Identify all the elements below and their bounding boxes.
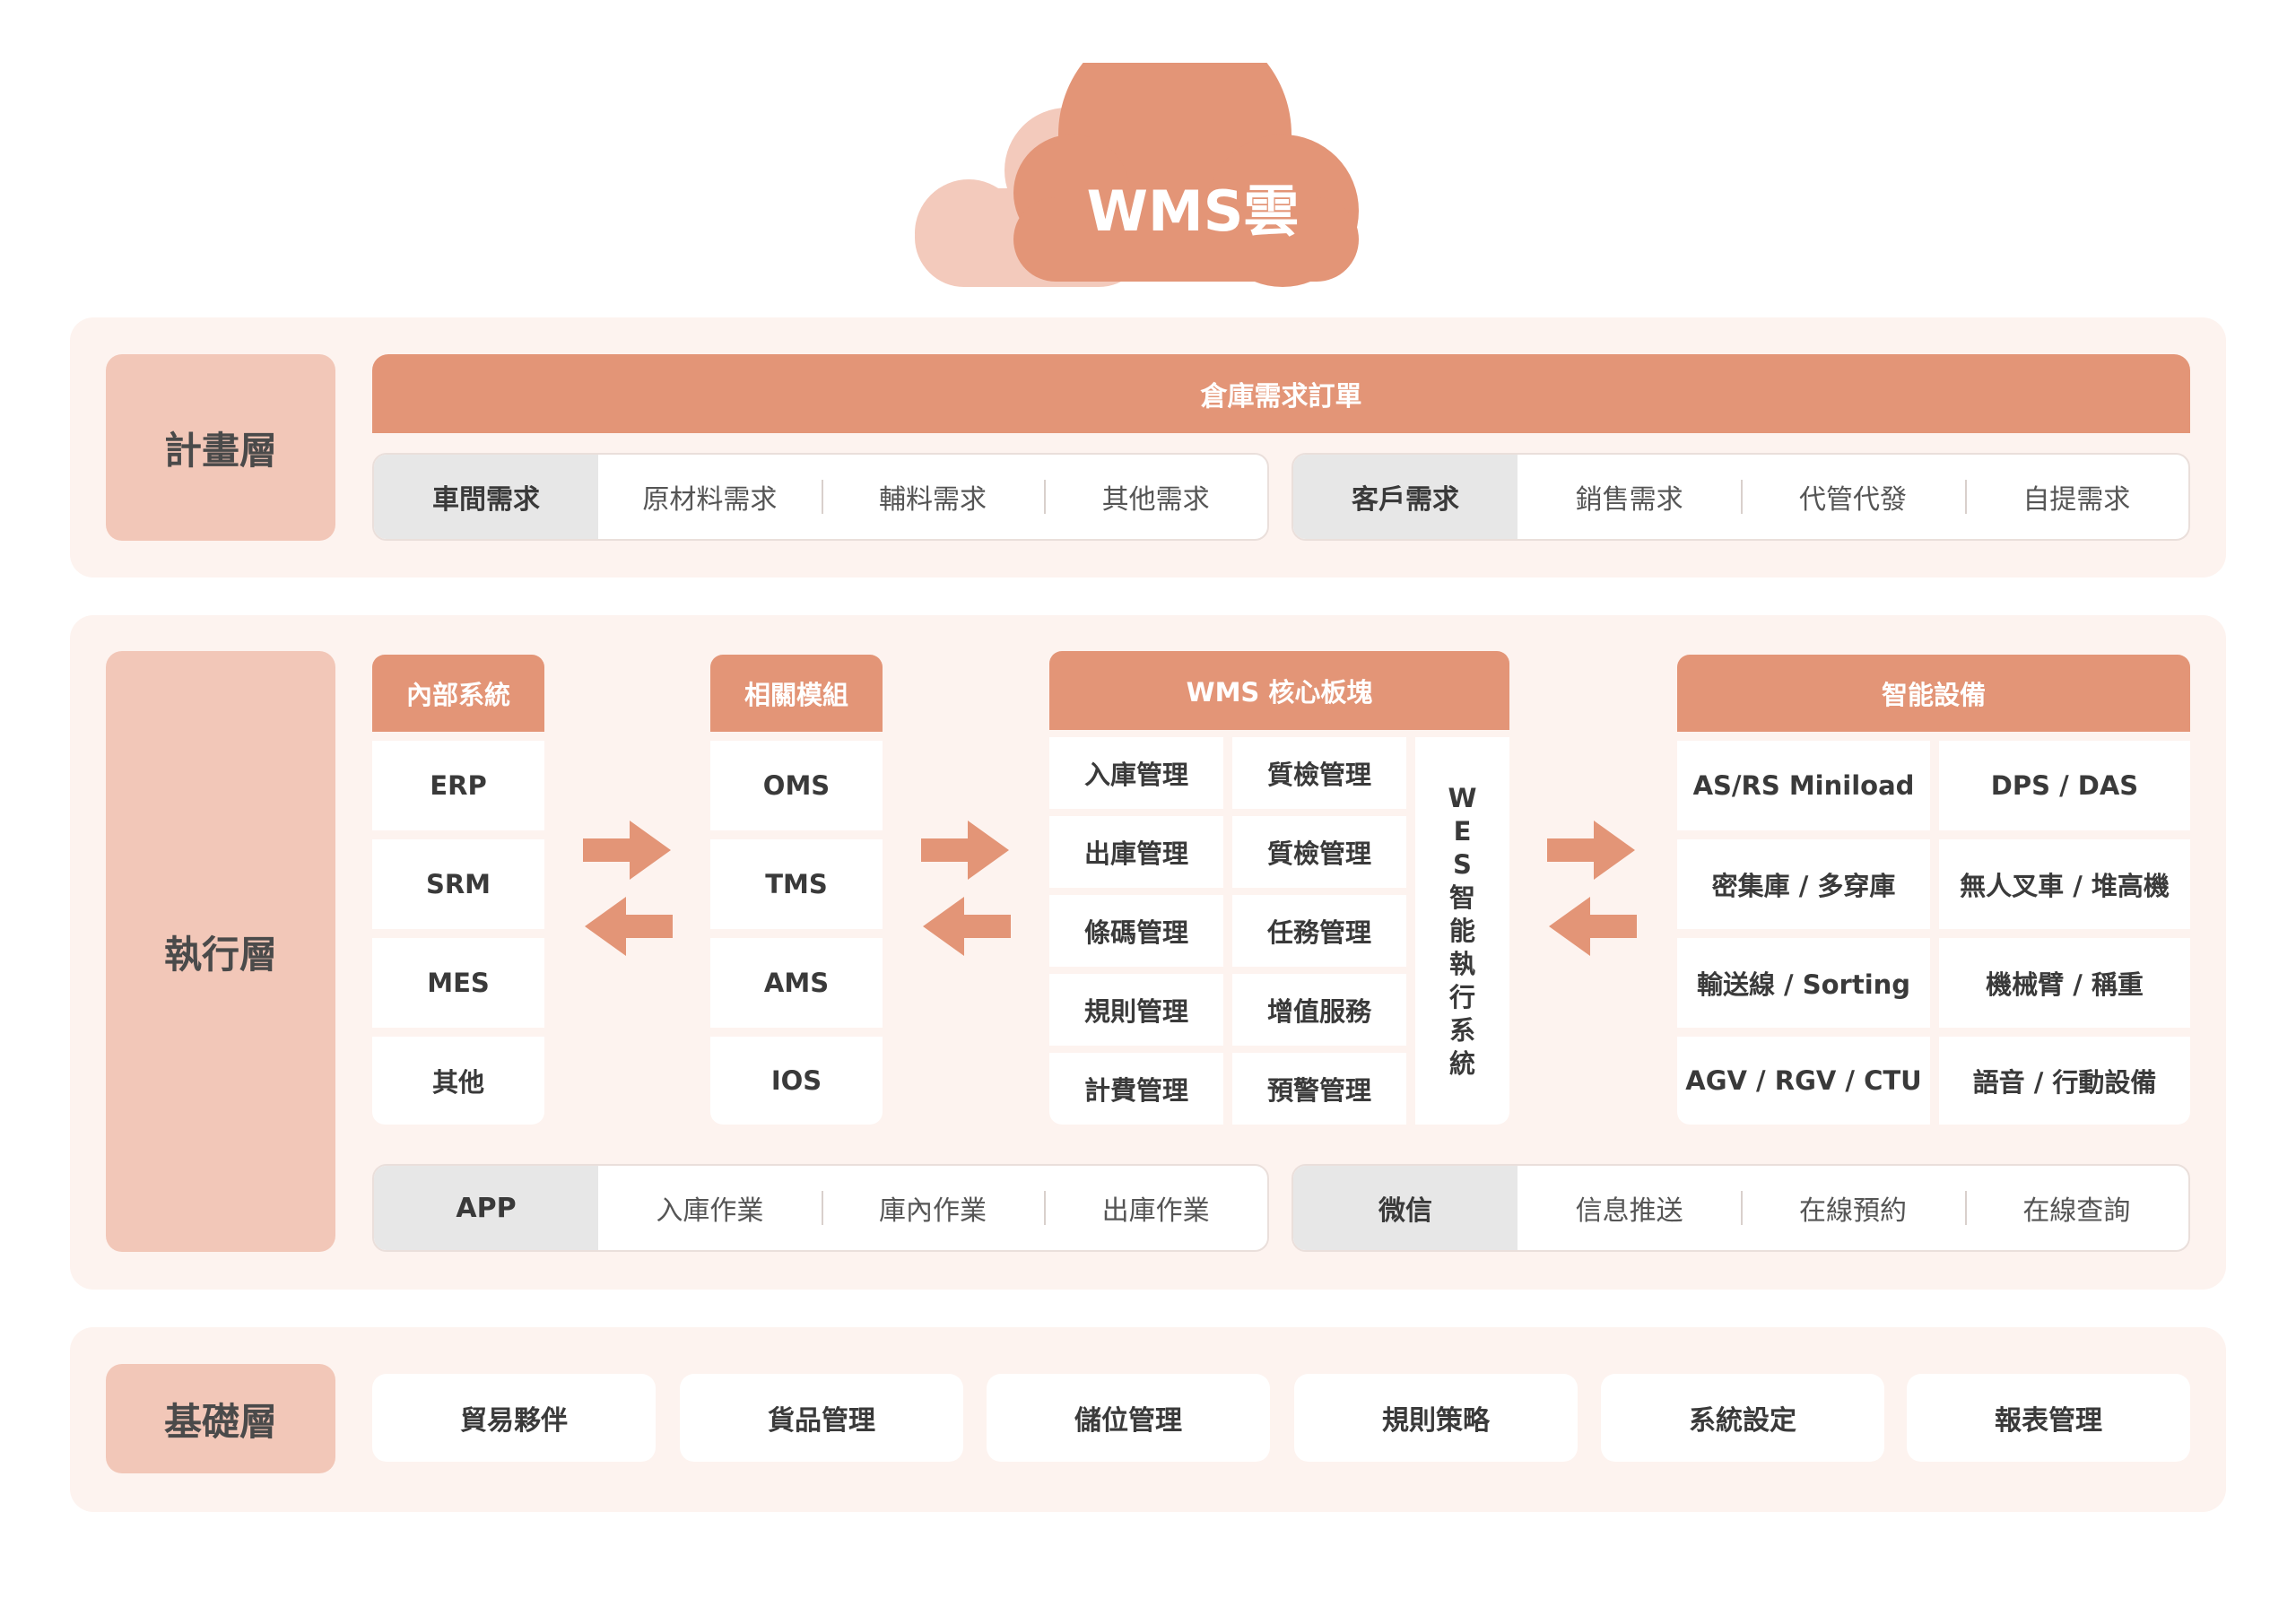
wes-char: 執 bbox=[1448, 948, 1475, 979]
outbound-operation: 出庫作業 bbox=[1044, 1166, 1267, 1250]
customer-demand-group: 客戶需求 銷售需求 代管代發 自提需求 bbox=[1292, 453, 2190, 541]
core-item: 出庫管理 bbox=[1049, 816, 1223, 888]
sales-demand: 銷售需求 bbox=[1575, 484, 1683, 516]
wes-char: 系 bbox=[1448, 1014, 1475, 1046]
customer-demand-header: 客戶需求 bbox=[1293, 455, 1518, 539]
app-header: APP bbox=[374, 1166, 598, 1250]
internal-system-item: SRM bbox=[372, 839, 544, 929]
device-item: 機械臂 / 稱重 bbox=[1939, 938, 2190, 1028]
foundation-item: 系統設定 bbox=[1601, 1374, 1884, 1462]
in-warehouse-operation: 庫內作業 bbox=[821, 1166, 1045, 1250]
wms-core-header: WMS 核心板塊 bbox=[1049, 651, 1509, 730]
device-item: 輸送線 / Sorting bbox=[1677, 938, 1930, 1028]
core-item: 任務管理 bbox=[1232, 895, 1406, 967]
core-item: 條碼管理 bbox=[1049, 895, 1223, 967]
cloud-title: WMS雲 bbox=[1086, 178, 1300, 244]
wes-char: 智 bbox=[1448, 882, 1475, 913]
device-item: 密集庫 / 多穿庫 bbox=[1677, 839, 1930, 929]
arrow-right-icon bbox=[921, 821, 1009, 880]
arrow-left-icon bbox=[585, 897, 673, 956]
message-push: 信息推送 bbox=[1575, 1195, 1683, 1227]
internal-system-item: 其他 bbox=[372, 1037, 544, 1125]
auxiliary-material-demand: 輔料需求 bbox=[821, 455, 1045, 539]
arrow-left-icon bbox=[923, 897, 1011, 956]
workshop-demand-header: 車間需求 bbox=[374, 455, 598, 539]
arrow-right-icon bbox=[583, 821, 671, 880]
cloud-shape bbox=[915, 63, 1359, 287]
warehouse-demand-order-bar: 倉庫需求訂單 bbox=[372, 354, 2190, 433]
app-group: APP 入庫作業 庫內作業 出庫作業 bbox=[372, 1164, 1269, 1252]
foundation-item: 貿易夥伴 bbox=[372, 1374, 656, 1462]
wes-char: E bbox=[1453, 815, 1472, 847]
device-item: DPS / DAS bbox=[1939, 741, 2190, 830]
module-item: OMS bbox=[710, 741, 883, 830]
self-pickup-demand: 自提需求 bbox=[1964, 455, 2188, 539]
wes-char: 能 bbox=[1448, 915, 1475, 946]
foundation-item: 報表管理 bbox=[1907, 1374, 2190, 1462]
foundation-layer-label: 基礎層 bbox=[106, 1364, 335, 1473]
module-item: TMS bbox=[710, 839, 883, 929]
device-item: 無人叉車 / 堆高機 bbox=[1939, 839, 2190, 929]
wes-char: 統 bbox=[1448, 1047, 1475, 1079]
wechat-header: 微信 bbox=[1293, 1166, 1518, 1250]
planning-layer-label: 計畫層 bbox=[106, 354, 335, 541]
core-item: 增值服務 bbox=[1232, 974, 1406, 1046]
internal-system-item: ERP bbox=[372, 741, 544, 830]
device-item: AS/RS Miniload bbox=[1677, 741, 1930, 830]
foundation-item: 儲位管理 bbox=[987, 1374, 1270, 1462]
raw-material-demand: 原材料需求 bbox=[642, 484, 778, 516]
core-item: 質檢管理 bbox=[1232, 816, 1406, 888]
core-item: 質檢管理 bbox=[1232, 737, 1406, 809]
core-item: 規則管理 bbox=[1049, 974, 1223, 1046]
internal-systems-header: 內部系統 bbox=[372, 655, 544, 732]
online-query: 在線查詢 bbox=[1964, 1166, 2188, 1250]
foundation-item: 規則策略 bbox=[1294, 1374, 1578, 1462]
arrow-right-icon bbox=[1547, 821, 1635, 880]
consignment-delivery: 代管代發 bbox=[1741, 455, 1964, 539]
inbound-operation: 入庫作業 bbox=[656, 1195, 764, 1227]
smart-devices-header: 智能設備 bbox=[1677, 655, 2190, 732]
foundation-item: 貨品管理 bbox=[680, 1374, 963, 1462]
wes-char: S bbox=[1453, 848, 1472, 880]
core-item: 計費管理 bbox=[1049, 1053, 1223, 1125]
other-demand: 其他需求 bbox=[1044, 455, 1267, 539]
core-item: 入庫管理 bbox=[1049, 737, 1223, 809]
device-item: 語音 / 行動設備 bbox=[1939, 1037, 2190, 1125]
wes-char: 行 bbox=[1448, 981, 1475, 1012]
module-item: IOS bbox=[710, 1037, 883, 1125]
device-item: AGV / RGV / CTU bbox=[1677, 1037, 1930, 1125]
arrow-left-icon bbox=[1549, 897, 1637, 956]
wes-char: W bbox=[1448, 782, 1477, 813]
online-booking: 在線預約 bbox=[1741, 1166, 1964, 1250]
workshop-demand-group: 車間需求 原材料需求 輔料需求 其他需求 bbox=[372, 453, 1269, 541]
internal-system-item: MES bbox=[372, 938, 544, 1028]
wechat-group: 微信 信息推送 在線預約 在線查詢 bbox=[1292, 1164, 2190, 1252]
execution-layer-label: 執行層 bbox=[106, 651, 335, 1252]
module-item: AMS bbox=[710, 938, 883, 1028]
related-modules-header: 相關模組 bbox=[710, 655, 883, 732]
core-item: 預警管理 bbox=[1232, 1053, 1406, 1125]
wes-intelligent-execution-system: W E S 智 能 執 行 系 統 bbox=[1415, 737, 1509, 1125]
